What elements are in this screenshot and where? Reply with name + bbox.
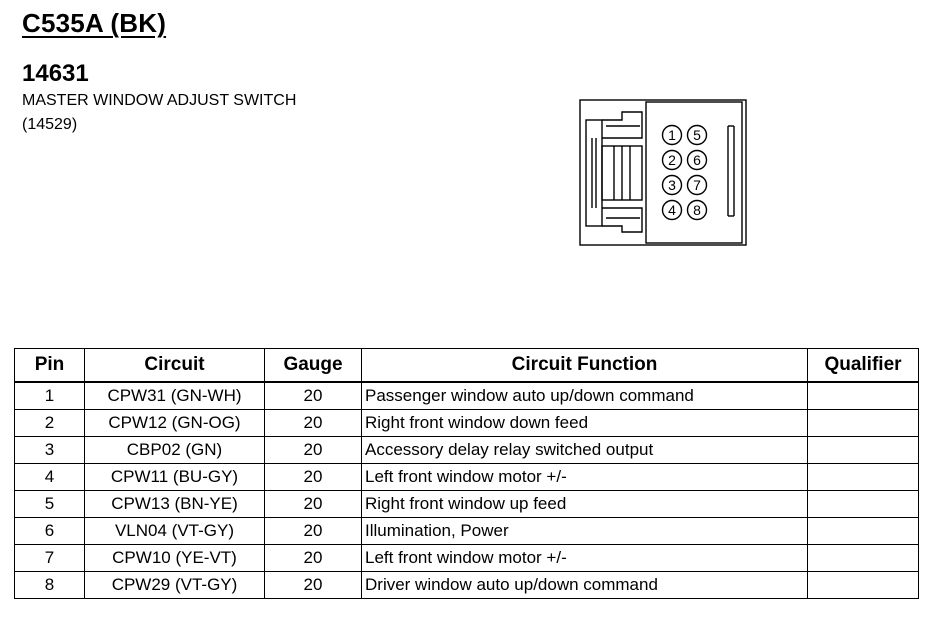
- circuit-cell: CPW29 (VT-GY): [84, 571, 265, 599]
- function-cell: Passenger window auto up/down command: [361, 381, 808, 410]
- function-cell: Right front window down feed: [361, 409, 808, 437]
- cavity-2: 2: [661, 149, 683, 171]
- pin-cell: 1: [14, 381, 85, 410]
- pin-cell: 5: [14, 490, 85, 518]
- header-circuit: Circuit: [84, 348, 265, 383]
- cavity-8: 8: [686, 199, 708, 221]
- pin-cell: 8: [14, 571, 85, 599]
- pin-cell: 3: [14, 436, 85, 464]
- header-gauge: Gauge: [264, 348, 362, 383]
- cavity-1: 1: [661, 124, 683, 146]
- function-cell: Left front window motor +/-: [361, 463, 808, 491]
- function-cell: Left front window motor +/-: [361, 544, 808, 572]
- part-number: 14631: [22, 60, 89, 87]
- qualifier-cell: [807, 544, 919, 572]
- function-cell: Driver window auto up/down command: [361, 571, 808, 599]
- svg-text:5: 5: [693, 127, 701, 143]
- gauge-cell: 20: [264, 571, 362, 599]
- svg-text:1: 1: [668, 127, 676, 143]
- table-row: 1 CPW31 (GN-WH) 20 Passenger window auto…: [14, 381, 919, 410]
- qualifier-cell: [807, 571, 919, 599]
- gauge-cell: 20: [264, 517, 362, 545]
- svg-text:8: 8: [693, 202, 701, 218]
- qualifier-cell: [807, 381, 919, 410]
- header-circuit-function: Circuit Function: [361, 348, 808, 383]
- gauge-cell: 20: [264, 381, 362, 410]
- component-name: MASTER WINDOW ADJUST SWITCH: [22, 92, 297, 109]
- pin-cell: 6: [14, 517, 85, 545]
- gauge-cell: 20: [264, 544, 362, 572]
- gauge-cell: 20: [264, 463, 362, 491]
- svg-text:4: 4: [668, 202, 676, 218]
- cavity-4: 4: [661, 199, 683, 221]
- cavity-5: 5: [686, 124, 708, 146]
- header-pin: Pin: [14, 348, 85, 383]
- cavity-6: 6: [686, 149, 708, 171]
- qualifier-cell: [807, 517, 919, 545]
- qualifier-cell: [807, 409, 919, 437]
- svg-text:3: 3: [668, 177, 676, 193]
- connector-face-diagram: 1 2 3 4 5 6 7 8: [579, 99, 747, 246]
- table-row: 5 CPW13 (BN-YE) 20 Right front window up…: [14, 490, 919, 518]
- table-row: 7 CPW10 (YE-VT) 20 Left front window mot…: [14, 544, 919, 572]
- circuit-cell: CPW31 (GN-WH): [84, 381, 265, 410]
- svg-text:7: 7: [693, 177, 701, 193]
- circuit-cell: CPW10 (YE-VT): [84, 544, 265, 572]
- gauge-cell: 20: [264, 490, 362, 518]
- pin-table: Pin Circuit Gauge Circuit Function Quali…: [14, 348, 919, 599]
- circuit-cell: CPW12 (GN-OG): [84, 409, 265, 437]
- circuit-cell: VLN04 (VT-GY): [84, 517, 265, 545]
- pin-cell: 2: [14, 409, 85, 437]
- table-header-row: Pin Circuit Gauge Circuit Function Quali…: [14, 348, 919, 383]
- cavity-3: 3: [661, 174, 683, 196]
- pin-cell: 7: [14, 544, 85, 572]
- gauge-cell: 20: [264, 409, 362, 437]
- function-cell: Right front window up feed: [361, 490, 808, 518]
- connector-id: C535A (BK): [22, 8, 167, 38]
- pin-cell: 4: [14, 463, 85, 491]
- function-cell: Accessory delay relay switched output: [361, 436, 808, 464]
- svg-text:6: 6: [693, 152, 701, 168]
- table-row: 2 CPW12 (GN-OG) 20 Right front window do…: [14, 409, 919, 437]
- qualifier-cell: [807, 490, 919, 518]
- function-cell: Illumination, Power: [361, 517, 808, 545]
- gauge-cell: 20: [264, 436, 362, 464]
- table-row: 8 CPW29 (VT-GY) 20 Driver window auto up…: [14, 571, 919, 599]
- table-row: 6 VLN04 (VT-GY) 20 Illumination, Power: [14, 517, 919, 545]
- cavity-7: 7: [686, 174, 708, 196]
- circuit-cell: CPW13 (BN-YE): [84, 490, 265, 518]
- qualifier-cell: [807, 436, 919, 464]
- qualifier-cell: [807, 463, 919, 491]
- header-qualifier: Qualifier: [807, 348, 919, 383]
- component-reference: (14529): [22, 116, 78, 133]
- table-row: 4 CPW11 (BU-GY) 20 Left front window mot…: [14, 463, 919, 491]
- svg-text:2: 2: [668, 152, 676, 168]
- circuit-cell: CBP02 (GN): [84, 436, 265, 464]
- table-row: 3 CBP02 (GN) 20 Accessory delay relay sw…: [14, 436, 919, 464]
- circuit-cell: CPW11 (BU-GY): [84, 463, 265, 491]
